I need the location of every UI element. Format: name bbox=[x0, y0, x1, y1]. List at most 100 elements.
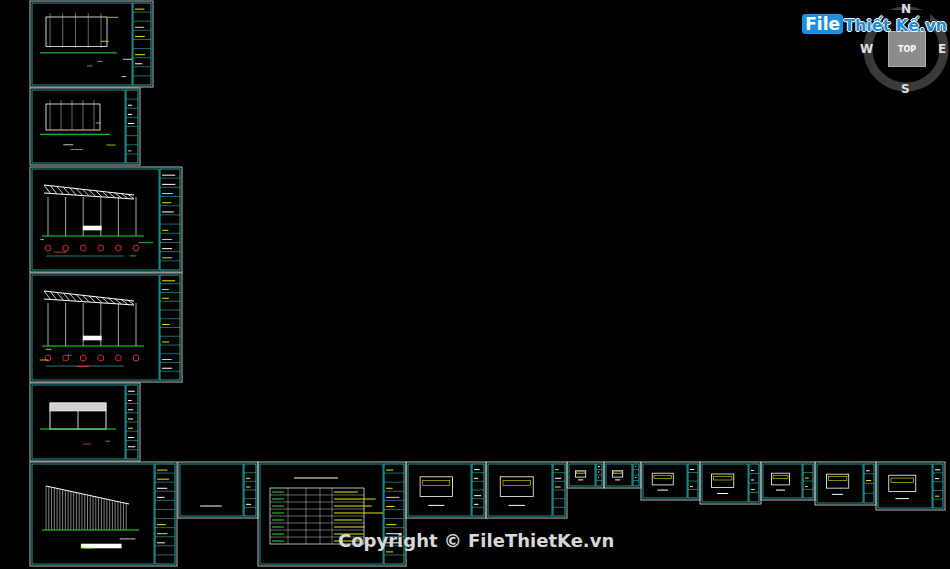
cad-line bbox=[106, 499, 107, 530]
cad-frame bbox=[749, 464, 759, 502]
cad-line bbox=[46, 256, 124, 257]
cad-line bbox=[40, 134, 110, 135]
grid-bubble bbox=[115, 355, 121, 361]
cad-line bbox=[57, 292, 63, 300]
cad-line bbox=[81, 547, 86, 548]
cad-line bbox=[933, 499, 943, 500]
cad-line bbox=[160, 283, 180, 284]
cad-line bbox=[474, 504, 479, 505]
cad-frame bbox=[889, 475, 916, 491]
cad-line bbox=[65, 490, 66, 530]
cad-line bbox=[133, 21, 151, 22]
cad-line bbox=[688, 489, 698, 490]
cad-line bbox=[244, 498, 256, 499]
cad-frame bbox=[688, 464, 698, 498]
grid-bubble bbox=[133, 245, 139, 251]
cad-frame bbox=[32, 3, 132, 85]
cad-frame bbox=[178, 462, 258, 518]
cad-line bbox=[93, 496, 94, 530]
cad-line bbox=[106, 145, 115, 146]
cad-line bbox=[62, 13, 63, 48]
cad-line bbox=[46, 349, 52, 350]
cad-line bbox=[108, 298, 114, 303]
cad-frame bbox=[50, 403, 106, 429]
cad-line bbox=[157, 524, 166, 525]
cad-frame bbox=[32, 385, 125, 459]
cad-line bbox=[803, 489, 813, 490]
cad-line bbox=[749, 473, 759, 474]
cad-line bbox=[126, 412, 138, 413]
cad-line bbox=[270, 509, 364, 510]
cad-line bbox=[63, 187, 69, 195]
cad-line bbox=[270, 516, 364, 517]
cad-line bbox=[83, 548, 94, 549]
cad-line bbox=[133, 75, 151, 76]
cad-frame bbox=[606, 464, 632, 486]
cad-line bbox=[162, 202, 171, 203]
cad-line bbox=[384, 527, 404, 528]
cad-line bbox=[244, 481, 256, 482]
cad-line bbox=[121, 76, 126, 77]
cad-line bbox=[126, 503, 127, 530]
cad-line bbox=[509, 505, 526, 506]
cad-line bbox=[40, 239, 43, 240]
cad-line bbox=[160, 310, 180, 311]
cad-frame bbox=[32, 169, 159, 270]
cad-frame bbox=[773, 475, 788, 478]
cad-line bbox=[130, 255, 137, 256]
grid-bubble bbox=[63, 355, 69, 361]
cad-line bbox=[162, 324, 169, 325]
cad-frame bbox=[827, 474, 849, 488]
cad-line bbox=[126, 431, 138, 432]
cad-frame bbox=[576, 472, 585, 474]
cad-line bbox=[126, 99, 138, 100]
cad-line bbox=[866, 470, 870, 471]
cad-line bbox=[160, 301, 180, 302]
cad-line bbox=[115, 193, 121, 198]
cad-line bbox=[272, 527, 284, 528]
cad-line bbox=[246, 487, 251, 488]
cad-line bbox=[384, 491, 404, 492]
cad-line bbox=[65, 303, 66, 346]
cad-line bbox=[126, 449, 138, 450]
cad-line bbox=[135, 54, 145, 55]
cad-frame bbox=[828, 477, 847, 481]
cad-line bbox=[70, 491, 71, 530]
cad-line bbox=[51, 487, 52, 530]
cad-line bbox=[155, 518, 175, 519]
cad-line bbox=[803, 481, 813, 482]
cad-line bbox=[933, 490, 943, 491]
cad-line bbox=[155, 554, 175, 555]
grid-bubble bbox=[80, 355, 86, 361]
cad-line bbox=[555, 469, 559, 470]
cad-line bbox=[160, 205, 180, 206]
cad-line bbox=[96, 122, 101, 123]
cad-frame bbox=[817, 464, 863, 503]
cad-frame bbox=[613, 471, 623, 477]
cad-line bbox=[108, 17, 119, 18]
cad-line bbox=[87, 65, 92, 66]
cad-line bbox=[272, 513, 284, 514]
cad-line bbox=[272, 499, 284, 500]
cad-line bbox=[200, 506, 222, 507]
cad-line bbox=[102, 297, 108, 303]
cad-line bbox=[136, 303, 137, 346]
cad-line bbox=[133, 39, 151, 40]
cad-frame bbox=[613, 472, 622, 474]
cad-line bbox=[104, 499, 105, 530]
cad-line bbox=[68, 355, 72, 356]
cad-line bbox=[553, 490, 565, 491]
cad-line bbox=[59, 489, 60, 530]
cad-line bbox=[84, 494, 85, 530]
cad-line bbox=[54, 488, 55, 530]
cad-line bbox=[155, 473, 175, 474]
view-cube: TOP bbox=[888, 31, 926, 67]
logo-text: Thiết Kế.vn bbox=[844, 16, 947, 35]
cad-line bbox=[61, 100, 62, 130]
cad-line bbox=[139, 242, 154, 243]
cad-line bbox=[101, 13, 102, 48]
cad-line bbox=[115, 299, 121, 304]
cad-line bbox=[126, 153, 138, 154]
cad-line bbox=[109, 500, 110, 530]
cad-line bbox=[933, 472, 943, 473]
